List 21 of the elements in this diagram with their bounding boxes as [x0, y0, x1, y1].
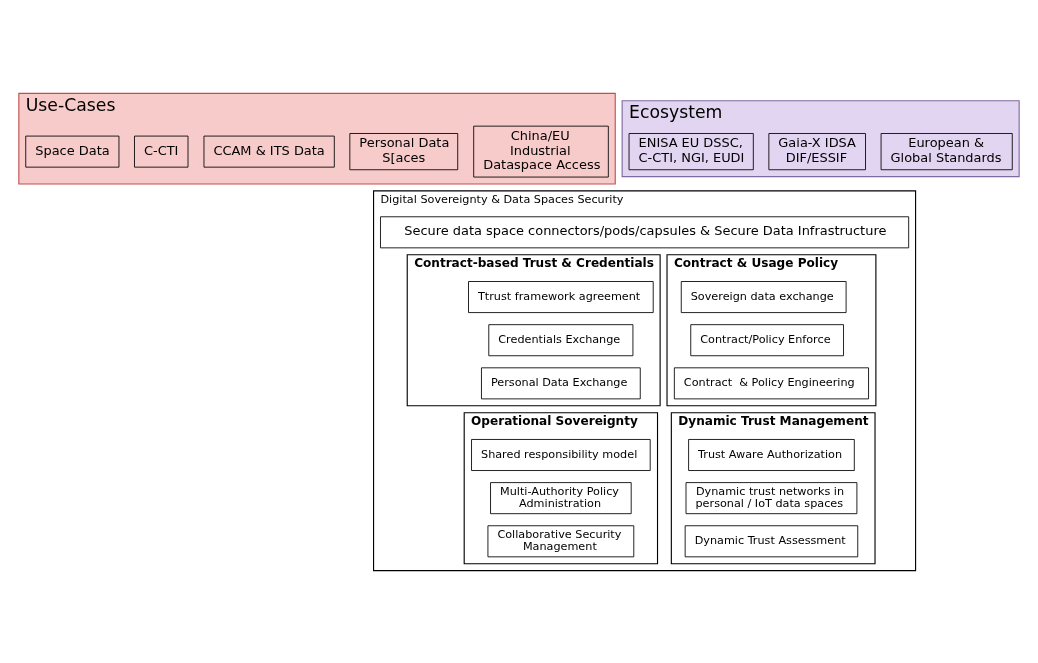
node-box: Contract/Policy Enforce [690, 323, 844, 356]
node-box: Sovereign data exchange [680, 280, 847, 313]
node-box: Gaia-X IDSA DIF/ESSIF [768, 132, 866, 170]
node-box: Personal Data Exchange [481, 366, 641, 399]
node-box: Dynamic trust networks in personal / IoT data spaces [685, 481, 858, 514]
node-box: Dynamic Trust Assessment [684, 524, 859, 557]
node-box: European & Global Standards [880, 132, 1013, 170]
node-box: Space Data [25, 135, 120, 168]
node-box: Contract & Policy Engineering [673, 366, 869, 399]
node-box: Personal Data S[aces [349, 132, 459, 170]
node-box: ENISA EU DSSC, C-CTI, NGI, EUDI [628, 132, 754, 170]
node-box: China/EU Industrial Dataspace Access [473, 125, 609, 177]
node-box: Secure data space connectors/pods/capsules & Secure Data Infrastructure [380, 215, 910, 248]
node-box: Collaborative Security Management [487, 524, 635, 557]
node-box: Ttrust framework agreement [468, 280, 654, 313]
node-box: Multi-Authority Policy Administration [490, 481, 632, 514]
node-box: C-CTI [134, 135, 189, 168]
node-box: Shared responsibility model [471, 438, 651, 471]
node-box: CCAM & ITS Data [203, 135, 335, 168]
node-box: Credentials Exchange [488, 323, 634, 356]
node-box: Trust Aware Authorization [688, 438, 855, 471]
